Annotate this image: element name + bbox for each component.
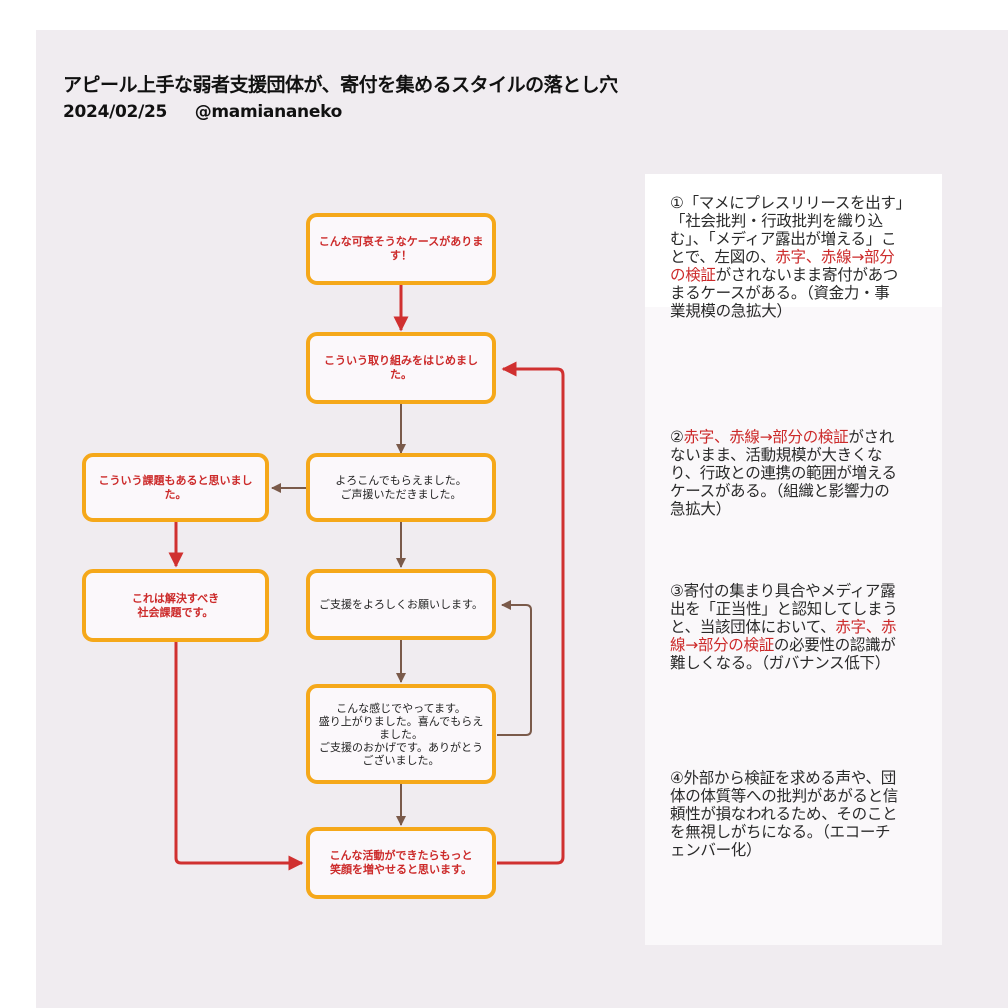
node-activity-report: こんな感じでやってます。 盛り上がりました。喜んでもらえました。 ご支援のおかげ… [306,684,496,784]
note-3: ③寄付の集まり具合やメディア露出を「正当性」と認知してしまうと、当該団体において… [670,582,898,672]
notes-panel [645,174,942,945]
node-start-initiative: こういう取り組みをはじめました。 [306,332,496,404]
page-title: アピール上手な弱者支援団体が、寄付を集めるスタイルの落とし穴 [63,74,618,96]
note-1-highlight: 赤字、赤線→部分の検証 [670,248,895,284]
node-social-issue: これは解決すべき 社会課題です。 [82,569,269,642]
arrow-report-to-request [497,600,532,736]
note-1: ①「マメにプレスリリースを出す」「社会批判・行政批判を織り込む」、「メディア露出… [670,194,904,320]
note-4: ④外部から検証を求める声や、団体の体質等への批判があがると信頼性が損なわれるため… [670,769,899,859]
node-well-received: よろこんでもらえました。 ご声援いただきました。 [306,453,496,522]
node-more-smiles: こんな活動ができたらもっと 笑顔を増やせると思います。 [306,827,496,899]
note-2: ②赤字、赤線→部分の検証がされないまま、活動規模が大きくなり、行政との連携の範囲… [670,428,897,518]
post-meta: 2024/02/25 @mamiananeko [63,102,342,122]
arrow-smile-to-start [497,361,565,865]
note-3-highlight: 赤字、赤線→部分の検証 [670,618,897,654]
node-issue-found: こういう課題もあると思いました。 [82,453,269,522]
node-support-request: ご支援をよろしくお願いします。 [306,569,496,640]
post-date: 2024/02/25 [63,102,168,122]
note-2-highlight: 赤字、赤線→部分の検証 [683,428,849,446]
node-pitiful-case: こんな可哀そうなケースがあります！ [306,213,496,285]
arrow-social-to-smile [174,642,304,871]
author-handle: @mamiananeko [194,102,343,122]
